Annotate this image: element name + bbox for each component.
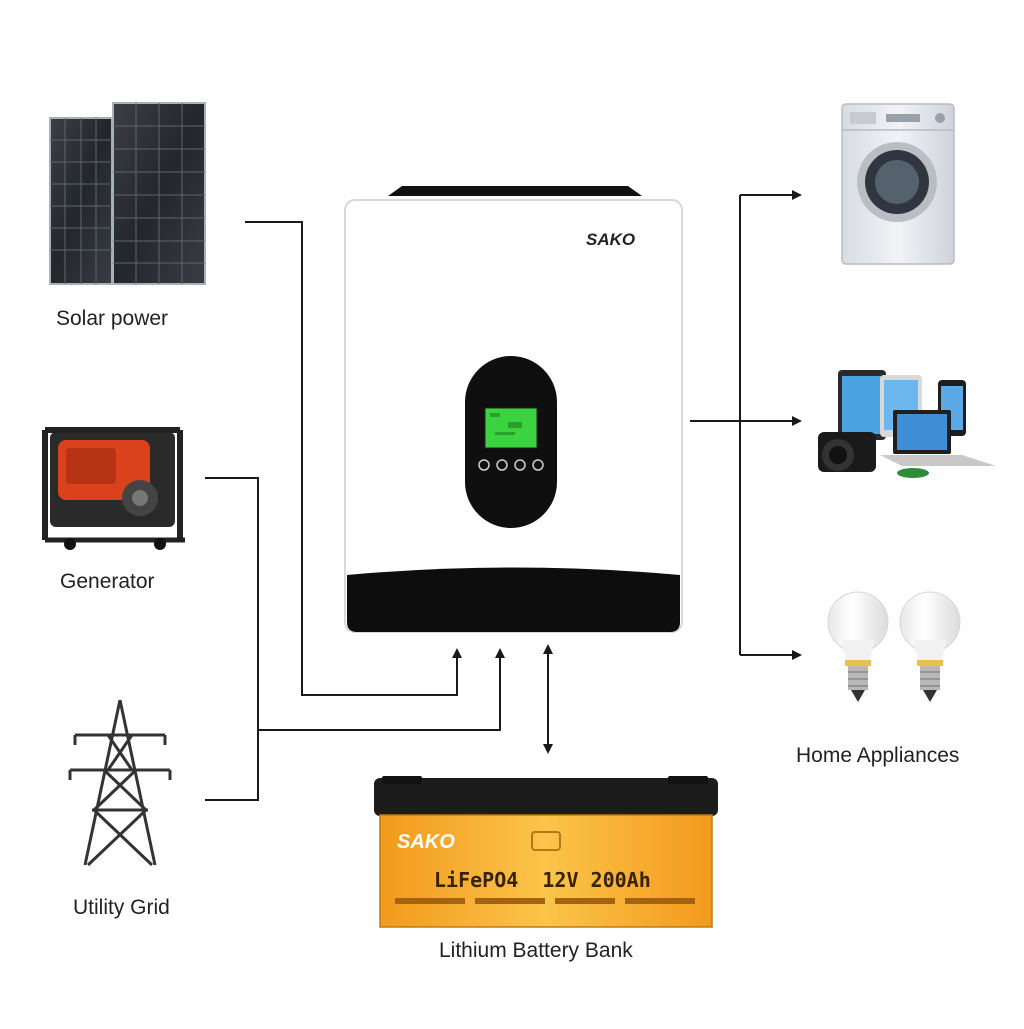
solar-power-label: Solar power <box>56 307 169 330</box>
utility-tower-icon <box>68 699 172 867</box>
inverter-unit <box>344 186 683 633</box>
source-connection-lines <box>205 221 553 801</box>
battery-brand-logo: SAKO <box>397 831 455 853</box>
battery-bank-label: Lithium Battery Bank <box>439 939 633 962</box>
load-connection-lines <box>690 190 802 660</box>
lithium-battery-icon <box>374 776 718 928</box>
utility-grid-label: Utility Grid <box>73 896 170 919</box>
battery-model-text: LiFePO4 12V 200Ah <box>434 868 651 892</box>
inverter-brand-logo: SAKO <box>586 230 636 249</box>
washing-machine-icon <box>841 103 955 265</box>
generator-icon <box>42 427 185 550</box>
generator-label: Generator <box>60 570 155 593</box>
home-appliances-label: Home Appliances <box>796 744 960 767</box>
solar-panel-icon <box>49 102 206 285</box>
electronics-icon <box>818 370 996 478</box>
light-bulbs-icon <box>827 591 961 702</box>
